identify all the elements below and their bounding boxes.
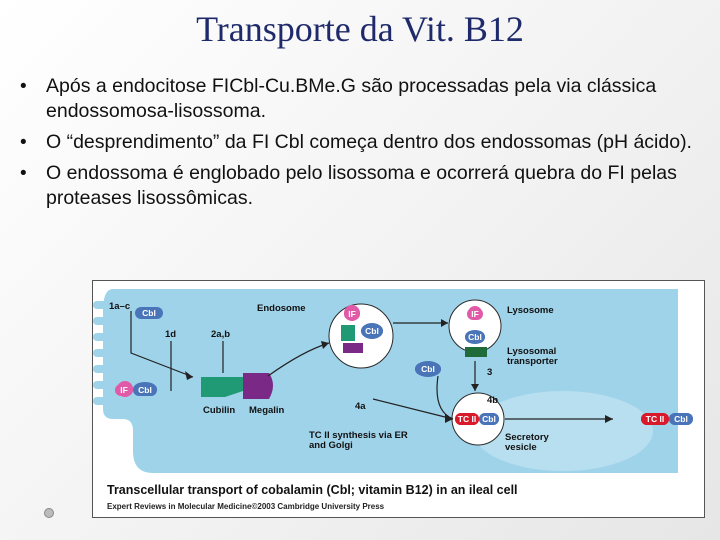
receptor-in-endosome [341, 325, 355, 341]
endosome [328, 303, 394, 369]
arrow-1ac [130, 311, 194, 378]
cbl-pill: Cbl [135, 307, 163, 319]
transporter-label: Lysosomal transporter [507, 346, 558, 367]
figure-credit: Expert Reviews in Molecular Medicine©200… [107, 502, 385, 511]
bullet-icon: • [20, 163, 27, 184]
arrow-4a [372, 398, 454, 420]
bullet-item: •Após a endocitose FICbl-Cu.BMe.G são pr… [20, 75, 657, 122]
megalin-label: Megalin [249, 405, 285, 416]
cbl-pill: Cbl [361, 325, 383, 337]
tcii-synthesis-label: TC II synthesis via ER and Golgi [309, 430, 408, 451]
tcii-pill: TC II [455, 413, 479, 425]
slide-ornament-icon [44, 508, 54, 518]
step-label: 4a [355, 401, 366, 412]
bullet-item: •O “desprendimento” da FI Cbl começa den… [20, 131, 692, 153]
secretory-vesicle-label: Secretory vesicle [505, 432, 549, 453]
if-pill: IF [467, 308, 483, 320]
bullet-item: •O endossoma é englobado pelo lisossoma … [20, 162, 677, 209]
cytoplasm-region [473, 391, 653, 471]
cbl-pill: Cbl [669, 413, 693, 425]
cubilin-label: Cubilin [203, 405, 236, 416]
if-pill: IF [115, 384, 133, 396]
cbl-pill: Cbl [479, 413, 499, 425]
megalin-in-endosome [343, 343, 363, 353]
bullet-icon: • [20, 76, 27, 97]
step-label: 1d [165, 329, 177, 340]
step-label: 4b [487, 395, 499, 406]
tcii-pill: TC II [641, 413, 669, 425]
cobalamin-transport-figure: 1a–c 1d 2a,b Endosome Lysosome Lysosomal… [92, 280, 705, 518]
lysosomal-transporter [465, 347, 487, 357]
if-pill: IF [344, 308, 360, 320]
bullet-icon: • [20, 132, 27, 153]
megalin-receptor [243, 373, 273, 399]
step-label: 2a,b [211, 329, 231, 340]
step-label: 3 [487, 367, 493, 378]
slide-title: Transporte da Vit. B12 [196, 9, 524, 49]
endosome-label: Endosome [257, 303, 306, 314]
bullet-list: •Após a endocitose FICbl-Cu.BMe.G são pr… [18, 74, 708, 217]
figure-caption: Transcellular transport of cobalamin (Cb… [107, 483, 518, 497]
lysosome-label: Lysosome [507, 305, 554, 316]
cbl-pill: Cbl [415, 363, 441, 375]
cbl-pill: Cbl [465, 331, 485, 343]
step-label: 1a–c [109, 301, 131, 312]
microvilli [93, 301, 107, 405]
cell-diagram [93, 289, 693, 473]
arrow-heads [185, 319, 613, 423]
cbl-pill: Cbl [133, 384, 157, 396]
cubilin-receptor [201, 377, 243, 397]
